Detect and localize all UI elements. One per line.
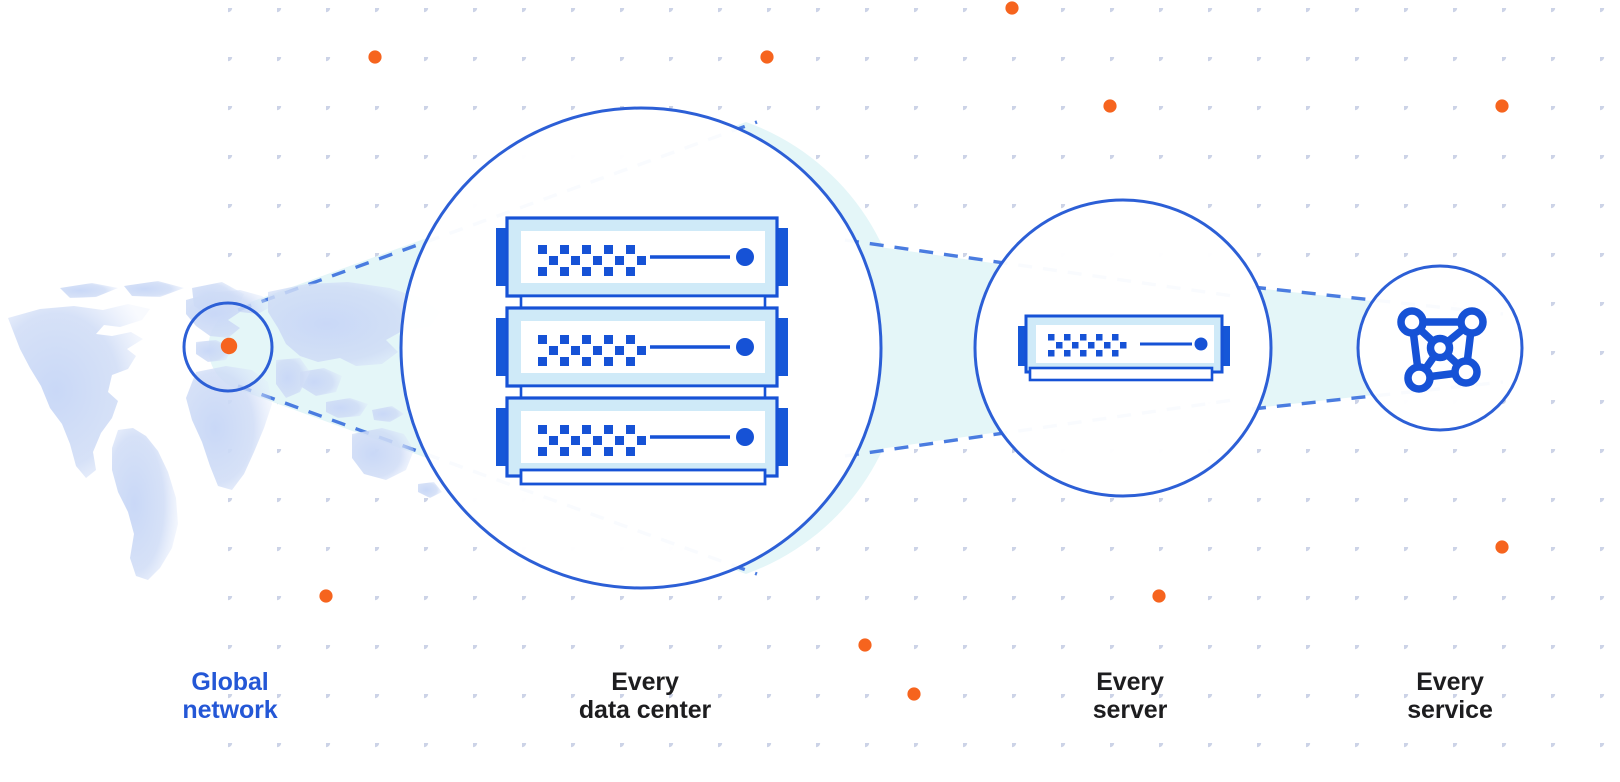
rack-spacer xyxy=(519,294,767,310)
accent-dot xyxy=(1005,1,1019,15)
world-map-icon xyxy=(8,281,442,580)
accent-dot xyxy=(1495,99,1509,113)
orange-location-dot xyxy=(220,337,238,355)
accent-dot xyxy=(319,589,333,603)
single-server-icon xyxy=(1018,314,1230,382)
led-array xyxy=(538,245,646,276)
led-array xyxy=(538,425,646,456)
rack-unit xyxy=(496,396,788,478)
accent-dot xyxy=(1152,589,1166,603)
graph-node-center xyxy=(1426,334,1454,362)
status-dot xyxy=(1194,337,1208,351)
graph-node xyxy=(1404,363,1434,393)
status-dot xyxy=(736,428,754,446)
rack-base xyxy=(519,468,767,486)
graph-node xyxy=(1457,307,1487,337)
accent-dot xyxy=(1495,540,1509,554)
accent-dot xyxy=(760,50,774,64)
accent-dot xyxy=(1103,99,1117,113)
network-graph-icon xyxy=(1397,307,1487,393)
rack-spacer xyxy=(519,384,767,400)
global-network-focus-circle xyxy=(182,301,274,393)
status-dot xyxy=(736,338,754,356)
accent-dot xyxy=(858,638,872,652)
rack-unit xyxy=(496,216,788,298)
accent-dot-layer xyxy=(319,1,1509,701)
graph-node xyxy=(1451,357,1481,387)
led-array xyxy=(538,335,646,366)
graph-node xyxy=(1397,307,1427,337)
server-rack-icon xyxy=(496,216,788,486)
led-array xyxy=(1048,334,1127,357)
status-dot xyxy=(736,248,754,266)
accent-dot xyxy=(907,687,921,701)
rack-unit xyxy=(496,306,788,388)
server-base xyxy=(1028,366,1214,382)
accent-dot xyxy=(368,50,382,64)
